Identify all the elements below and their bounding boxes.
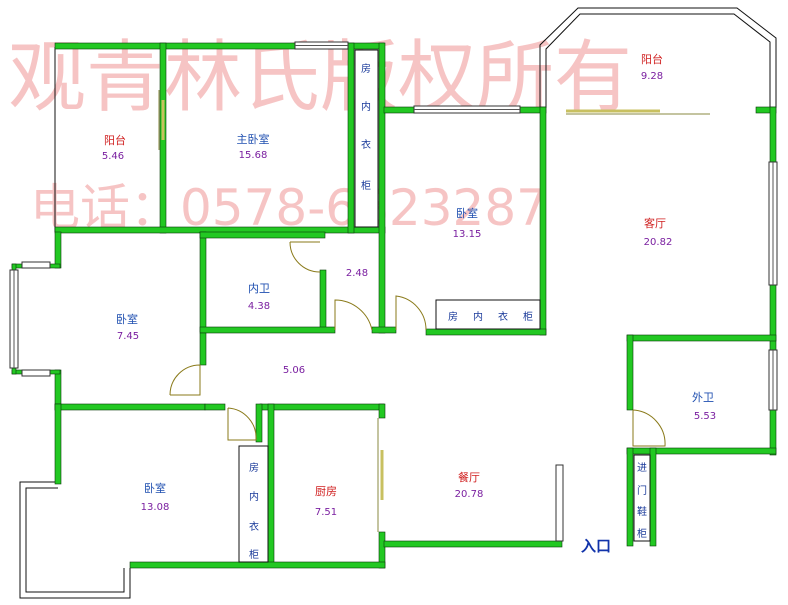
room-area-balcony-right: 9.28 xyxy=(641,71,663,82)
windows xyxy=(9,41,778,542)
room-name-inner-bath: 内卫 xyxy=(248,281,270,295)
room-name-balcony-right: 阳台 xyxy=(641,52,663,66)
mid-wardrobe xyxy=(435,299,541,330)
master-wardrobe-char-4: 柜 xyxy=(361,179,371,192)
south-wardrobe-char-1: 房 xyxy=(249,461,259,474)
room-area-balcony-left: 5.46 xyxy=(102,151,124,162)
room-name-master-bedroom: 主卧室 xyxy=(237,132,270,146)
room-area-kitchen: 7.51 xyxy=(315,507,337,518)
master-wardrobe xyxy=(354,49,379,228)
swing-doors xyxy=(169,241,666,447)
room-name-balcony-left: 阳台 xyxy=(104,133,126,147)
room-labels: 阳台 5.46 主卧室 15.68 卧室 13.15 阳台 9.28 客厅 20… xyxy=(102,52,716,518)
room-area-outer-bath: 5.53 xyxy=(694,411,716,422)
room-name-outer-bath: 外卫 xyxy=(692,391,714,404)
mid-wardrobe-char-4: 柜 xyxy=(523,310,533,323)
room-name-kitchen: 厨房 xyxy=(315,485,337,498)
sliding-doors xyxy=(158,90,710,532)
room-area-living-room: 20.82 xyxy=(644,237,673,248)
master-wardrobe-char-3: 衣 xyxy=(361,138,371,151)
room-name-dining-room: 餐厅 xyxy=(458,470,480,484)
south-wardrobe-char-2: 内 xyxy=(249,490,259,503)
room-area-dining-room: 20.78 xyxy=(455,489,484,500)
room-area-inner-bath: 4.38 xyxy=(248,301,270,312)
shoe-cabinet-char-3: 鞋 xyxy=(637,505,647,518)
room-name-living-room: 客厅 xyxy=(644,216,666,230)
south-wardrobe xyxy=(238,445,269,563)
master-wardrobe-char-1: 房 xyxy=(361,62,371,75)
entry-shoe-cabinet xyxy=(633,454,651,542)
mid-wardrobe-char-3: 衣 xyxy=(498,310,508,323)
mid-wardrobe-char-2: 内 xyxy=(473,310,483,323)
south-wardrobe-char-3: 衣 xyxy=(249,520,259,533)
room-area-bedroom-south: 13.08 xyxy=(141,502,170,513)
entrance-label: 入口 xyxy=(581,537,611,555)
room-name-bedroom-mid: 卧室 xyxy=(456,206,478,220)
room-name-bedroom-west: 卧室 xyxy=(116,312,138,326)
room-name-bedroom-south: 卧室 xyxy=(144,481,166,495)
room-area-bedroom-mid: 13.15 xyxy=(453,229,482,240)
mid-wardrobe-char-1: 房 xyxy=(448,310,458,323)
room-area-master-bedroom: 15.68 xyxy=(239,150,268,161)
shoe-cabinet-char-2: 门 xyxy=(637,484,647,497)
room-area-bedroom-west: 7.45 xyxy=(117,331,139,342)
master-wardrobe-char-2: 内 xyxy=(361,100,371,113)
area-hallway: 5.06 xyxy=(283,365,305,376)
area-corridor-top: 2.48 xyxy=(346,268,368,279)
shoe-cabinet-char-4: 柜 xyxy=(637,527,647,540)
shoe-cabinet-char-1: 进 xyxy=(637,462,647,474)
south-wardrobe-char-4: 柜 xyxy=(249,548,259,561)
